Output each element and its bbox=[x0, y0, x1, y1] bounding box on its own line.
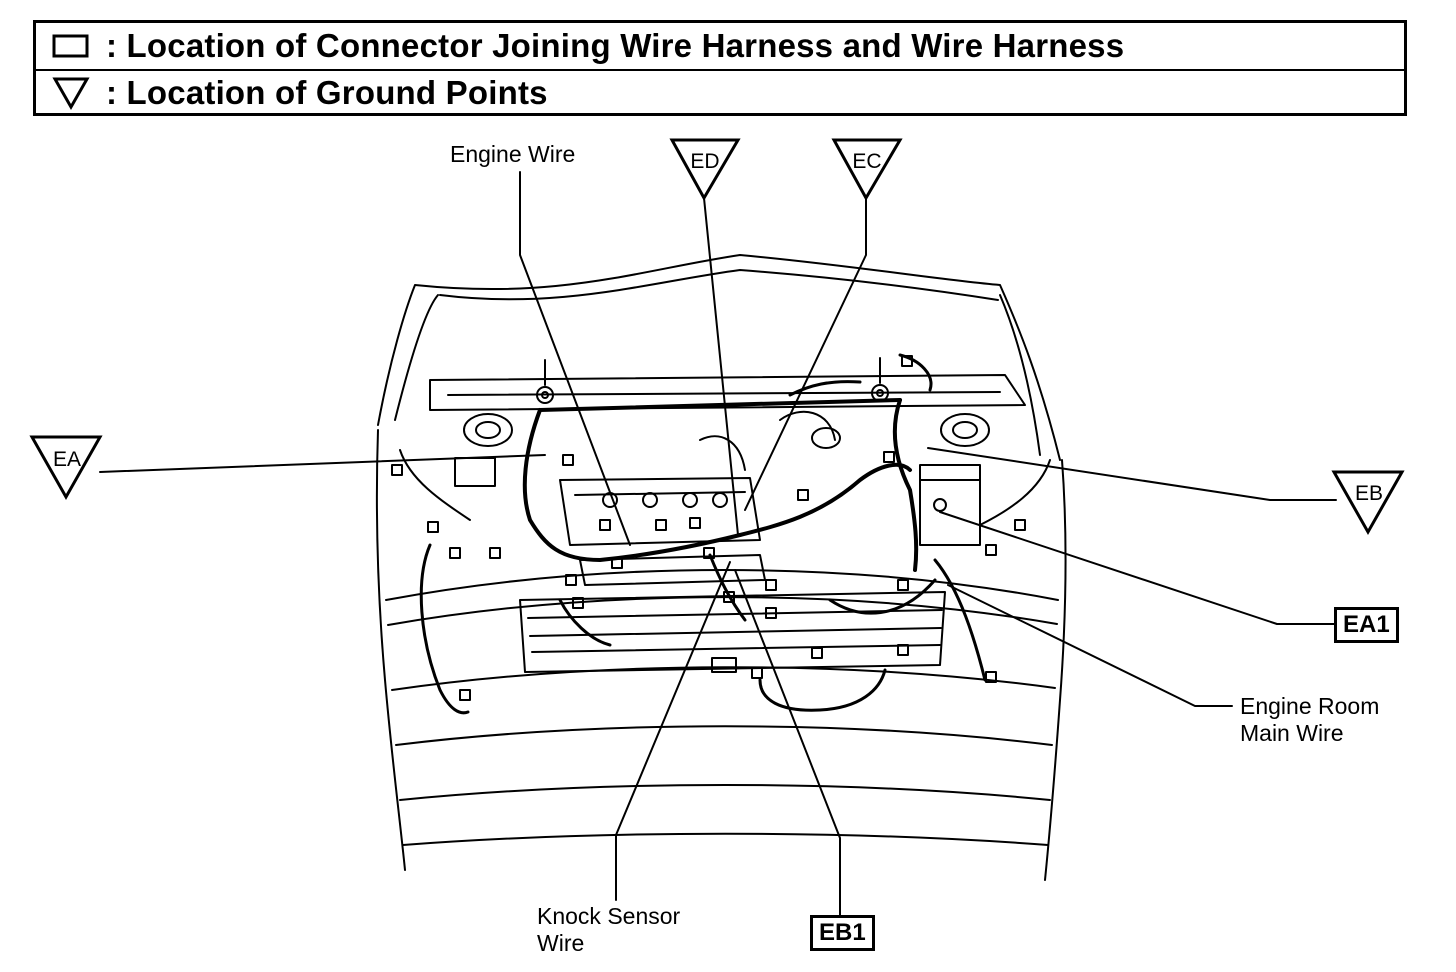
legend-ground-text: : Location of Ground Points bbox=[106, 74, 548, 111]
legend-connector-text: : Location of Connector Joining Wire Har… bbox=[106, 27, 1125, 64]
ground-ea-label: EA bbox=[53, 448, 81, 471]
engine-room-main-wire-label-line1: Engine Room bbox=[1240, 693, 1380, 719]
knock-sensor-wire-label-line1: Knock Sensor bbox=[537, 903, 681, 929]
headlights bbox=[399, 413, 1051, 526]
ground-eb-label: EB bbox=[1355, 482, 1383, 505]
ground-ec-triangle-icon bbox=[831, 138, 903, 202]
knock-sensor-wire-harness bbox=[708, 553, 747, 622]
ground-eb-triangle-icon bbox=[1331, 470, 1405, 536]
connector-eb1-box: EB1 bbox=[810, 915, 875, 951]
legend-connector-row: : Location of Connector Joining Wire Har… bbox=[36, 23, 1404, 71]
connector-symbol-icon bbox=[36, 33, 106, 59]
connector-ea1-box: EA1 bbox=[1334, 607, 1399, 643]
harness-connectors bbox=[391, 355, 1026, 701]
body-outline bbox=[375, 429, 1067, 881]
ground-symbol-icon bbox=[36, 75, 106, 111]
ground-ed-triangle-icon bbox=[669, 138, 741, 202]
knock-sensor-wire-label-line2: Wire bbox=[537, 930, 585, 956]
radiator-grille bbox=[519, 591, 946, 673]
leader-lines bbox=[99, 171, 1337, 919]
ground-ea-triangle-icon bbox=[29, 435, 103, 501]
hood-outline bbox=[377, 254, 1061, 461]
ground-bolts bbox=[536, 357, 947, 512]
ground-ed-label: ED bbox=[690, 150, 719, 173]
legend-box: : Location of Connector Joining Wire Har… bbox=[33, 20, 1407, 116]
engine-block bbox=[559, 410, 841, 586]
legend-ground-row: : Location of Ground Points bbox=[36, 70, 1404, 116]
ground-ec-label: EC bbox=[852, 150, 881, 173]
engine-room-main-wire bbox=[419, 353, 987, 715]
engine-room-main-wire-label-line2: Main Wire bbox=[1240, 720, 1344, 746]
engine-wire-harness bbox=[522, 398, 919, 572]
engine-wire-label: Engine Wire bbox=[450, 141, 576, 167]
